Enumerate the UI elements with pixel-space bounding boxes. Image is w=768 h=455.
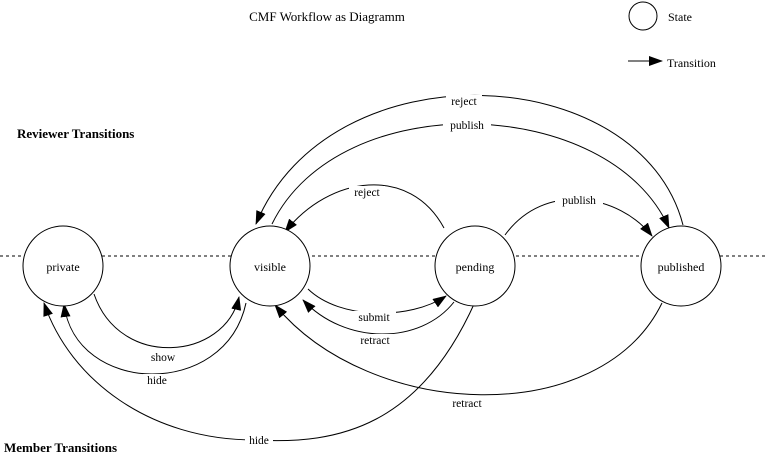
label-hide-pending-private: hide	[249, 435, 269, 447]
state-visible: visible	[229, 225, 311, 307]
reviewer-section-label: Reviewer Transitions	[17, 126, 134, 141]
label-hide-visible-private: hide	[147, 375, 167, 387]
member-section-label: Member Transitions	[4, 440, 117, 455]
edge-reject-published-visible	[255, 95, 684, 226]
state-pending-circle	[434, 225, 516, 307]
diagram-title: CMF Workflow as Diagramm	[249, 9, 405, 24]
label-retract-pending-visible: retract	[360, 335, 390, 347]
transitions	[43, 95, 684, 442]
edge-publish-visible-published	[271, 123, 670, 229]
state-private-circle	[22, 225, 104, 307]
state-published-circle	[640, 225, 722, 307]
edge-reject-pending-visible	[284, 184, 445, 233]
state-pending: pending	[434, 225, 516, 307]
edge-hide-pending-private	[43, 301, 476, 442]
legend-state-label: State	[668, 10, 692, 24]
edge-submit-visible-pending	[307, 288, 447, 314]
legend-state-circle	[628, 1, 658, 31]
label-reject-pending-visible: reject	[354, 187, 380, 199]
legend-transition-label: Transition	[667, 56, 716, 70]
edge-show-private-visible	[93, 293, 242, 349]
label-show-private-visible: show	[151, 352, 176, 364]
label-publish-visible-published: publish	[450, 120, 484, 132]
state-published: published	[640, 225, 722, 307]
label-reject-published-visible: reject	[451, 96, 477, 108]
transition-labels: reject publish reject publish show hide …	[143, 95, 603, 447]
state-private-label: private	[46, 260, 79, 274]
edge-retract-published-visible	[274, 302, 663, 396]
state-published-label: published	[658, 260, 705, 274]
state-private: private	[22, 225, 104, 307]
label-submit-visible-pending: submit	[358, 312, 390, 324]
state-visible-label: visible	[254, 260, 286, 274]
state-visible-circle	[229, 225, 311, 307]
state-pending-label: pending	[456, 260, 495, 274]
label-publish-pending-published: publish	[562, 195, 596, 207]
label-retract-published-visible: retract	[452, 398, 482, 410]
legend: State Transition	[628, 1, 716, 70]
edge-hide-visible-private	[60, 302, 247, 375]
